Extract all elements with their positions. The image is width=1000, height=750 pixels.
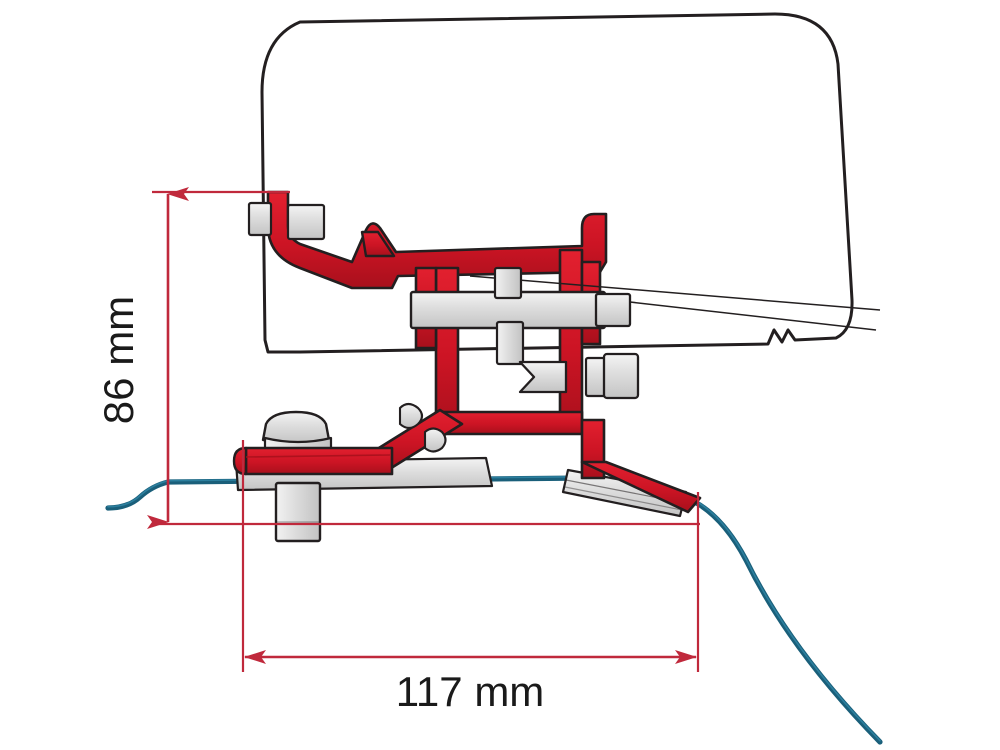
dimension-height-86mm: 86 mm [95, 187, 700, 529]
dimension-label-width: 117 mm [396, 668, 545, 715]
right-side-bolt [584, 352, 640, 400]
dimension-label-height: 86 mm [95, 296, 142, 424]
pointed-set-screw [518, 360, 568, 394]
upper-hook-bolt [247, 201, 326, 241]
center-through-bolt [409, 275, 881, 331]
strut-pin [398, 402, 447, 453]
dimension-width-117mm: 117 mm [241, 440, 700, 715]
center-spigot-pin [493, 266, 525, 366]
right-foot-pad [561, 468, 688, 518]
